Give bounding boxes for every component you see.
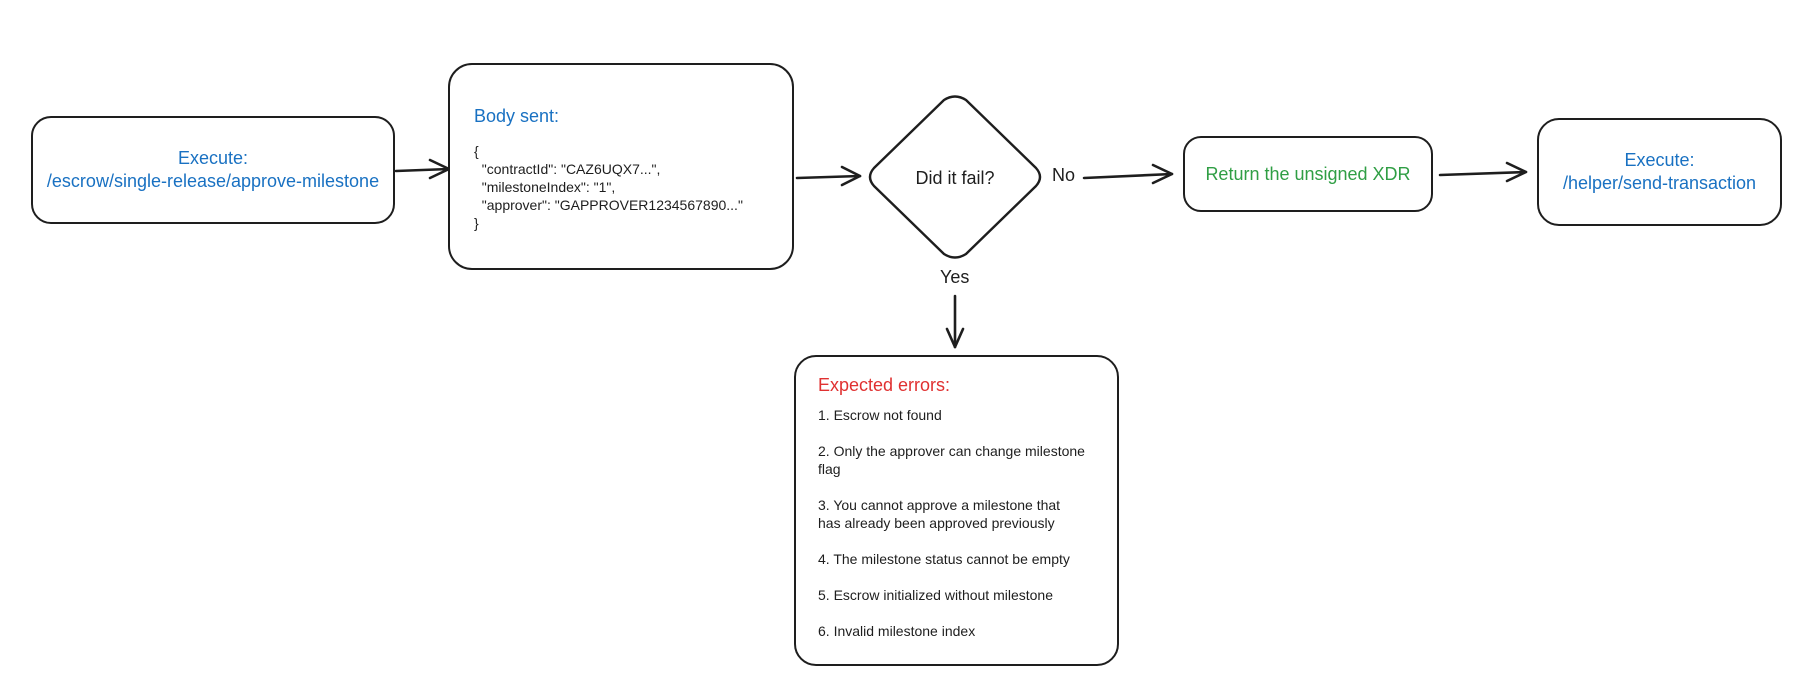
return-unsigned-xdr-text: Return the unsigned XDR bbox=[1205, 163, 1411, 184]
body-open-brace: { bbox=[474, 143, 479, 159]
body-line-approver: "approver": "GAPPROVER1234567890..." bbox=[474, 197, 743, 213]
execute-send-transaction-node: Execute: /helper/send-transaction bbox=[1537, 118, 1782, 226]
decision-text: Did it fail? bbox=[915, 167, 995, 188]
error-item: 6. Invalid milestone index bbox=[818, 623, 976, 639]
decision-diamond bbox=[868, 95, 1042, 259]
arrow-decision-to-errors-head bbox=[945, 327, 965, 349]
edge-label-yes: Yes bbox=[940, 267, 970, 287]
expected-errors-node: Expected errors: 1. Escrow not found 2. … bbox=[794, 355, 1119, 666]
arrow-body-to-decision-head bbox=[840, 165, 862, 187]
error-item: 2. Only the approver can change mileston… bbox=[818, 443, 1085, 477]
expected-errors-title: Expected errors: bbox=[818, 375, 951, 395]
execute-label: Execute: bbox=[177, 148, 249, 168]
arrow-execute-to-body bbox=[394, 167, 451, 173]
arrow-decision-to-return bbox=[1082, 172, 1174, 180]
error-item: 3. You cannot approve a milestone that h… bbox=[818, 497, 1061, 531]
return-unsigned-xdr-node: Return the unsigned XDR bbox=[1183, 136, 1433, 212]
edge-label-no: No bbox=[1052, 165, 1076, 185]
execute-approve-milestone-node: Execute: /escrow/single-release/approve-… bbox=[31, 116, 395, 224]
error-item: 1. Escrow not found bbox=[818, 407, 942, 423]
body-line-contract-id: "contractId": "CAZ6UQX7...", bbox=[474, 161, 661, 177]
body-close-brace: } bbox=[474, 215, 479, 231]
arrow-return-to-send bbox=[1438, 170, 1528, 177]
arrow-decision-to-return-head bbox=[1151, 163, 1174, 185]
execute-label-send: Execute: bbox=[1624, 150, 1695, 170]
body-sent-node: Body sent: { "contractId": "CAZ6UQX7..."… bbox=[448, 63, 794, 270]
body-sent-title: Body sent: bbox=[474, 106, 560, 126]
error-item: 5. Escrow initialized without milestone bbox=[818, 587, 1053, 603]
arrow-return-to-send-head bbox=[1505, 161, 1528, 183]
arrow-body-to-decision bbox=[795, 174, 862, 180]
send-transaction-endpoint: /helper/send-transaction bbox=[1562, 173, 1757, 193]
error-item: 4. The milestone status cannot be empty bbox=[818, 551, 1070, 567]
body-line-milestone-index: "milestoneIndex": "1", bbox=[474, 179, 616, 195]
approve-milestone-endpoint: /escrow/single-release/approve-milestone bbox=[46, 171, 380, 191]
